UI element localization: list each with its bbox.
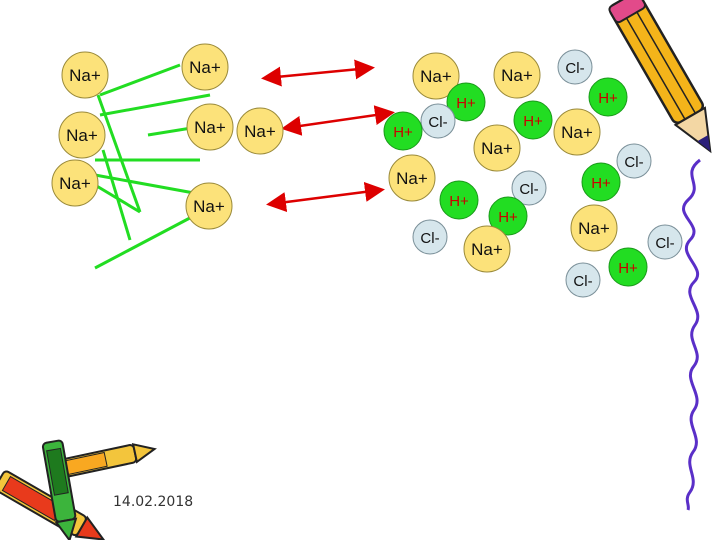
ion-label: Na+ [481, 139, 513, 158]
ion-label: Na+ [396, 169, 428, 188]
ion-h: H+ [588, 77, 628, 117]
ion-h: H+ [488, 196, 528, 236]
ion-circle [581, 162, 621, 202]
ion-na: Na+ [473, 124, 521, 172]
ion-circle [181, 43, 229, 91]
ion-na: Na+ [493, 51, 541, 99]
ion-label: Cl- [565, 60, 584, 77]
resin-network [94, 63, 211, 270]
ion-label: Na+ [189, 58, 221, 77]
ion-label: Na+ [578, 219, 610, 238]
ion-label: H+ [591, 175, 611, 192]
ion-circle [493, 51, 541, 99]
ion-label: Na+ [69, 66, 101, 85]
ion-cl: Cl- [420, 103, 456, 139]
ion-circle [513, 100, 553, 140]
ion-circle [412, 52, 460, 100]
ion-na: Na+ [61, 51, 109, 99]
ion-na: Na+ [51, 159, 99, 207]
ion-na: Na+ [463, 225, 511, 273]
ion-circle [186, 103, 234, 151]
ion-label: Cl- [420, 230, 439, 247]
ion-na: Na+ [185, 182, 233, 230]
ion-label: Na+ [420, 67, 452, 86]
ion-label: H+ [523, 113, 543, 130]
ion-circle [236, 107, 284, 155]
ion-na: Na+ [412, 52, 460, 100]
ion-circle [608, 247, 648, 287]
ion-label: Na+ [501, 66, 533, 85]
ion-circle [557, 49, 593, 85]
ion-cl: Cl- [511, 170, 547, 206]
ion-circle [473, 124, 521, 172]
ion-h: H+ [383, 111, 423, 151]
ion-circle [51, 159, 99, 207]
ion-na: Na+ [236, 107, 284, 155]
ion-label: Na+ [59, 174, 91, 193]
ion-label: Na+ [193, 197, 225, 216]
ion-circle [439, 180, 479, 220]
ion-cl: Cl- [616, 143, 652, 179]
ion-label: Na+ [561, 123, 593, 142]
ion-label: H+ [598, 90, 618, 107]
ion-h: H+ [581, 162, 621, 202]
ion-label: H+ [456, 95, 476, 112]
ion-circle [61, 51, 109, 99]
ion-circle [647, 224, 683, 260]
crayons-icon [0, 439, 157, 540]
ion-circle [383, 111, 423, 151]
pencil-icon [608, 0, 712, 154]
ion-label: Na+ [471, 240, 503, 259]
ion-h: H+ [513, 100, 553, 140]
ion-circle [588, 77, 628, 117]
ion-circle [412, 219, 448, 255]
ion-circle [446, 82, 486, 122]
ion-h: H+ [439, 180, 479, 220]
ion-label: Na+ [194, 118, 226, 137]
ion-cl: Cl- [557, 49, 593, 85]
ion-label: H+ [618, 260, 638, 277]
slide-date: 14.02.2018 [113, 494, 194, 510]
ion-label: Cl- [519, 181, 538, 198]
ion-circle [420, 103, 456, 139]
ion-label: H+ [393, 124, 413, 141]
ion-circle [616, 143, 652, 179]
ion-label: H+ [449, 193, 469, 210]
ion-cl: Cl- [412, 219, 448, 255]
ion-circle [58, 111, 106, 159]
ion-circle [565, 262, 601, 298]
ion-na: Na+ [388, 154, 436, 202]
squiggle-decoration [682, 158, 701, 511]
ion-circle [570, 204, 618, 252]
ion-label: H+ [498, 209, 518, 226]
ion-circle [463, 225, 511, 273]
ion-h: H+ [446, 82, 486, 122]
ion-na: Na+ [58, 111, 106, 159]
ion-na: Na+ [186, 103, 234, 151]
ion-cl: Cl- [647, 224, 683, 260]
exchange-arrows [261, 59, 395, 213]
ion-circle [553, 108, 601, 156]
ion-circle [488, 196, 528, 236]
ion-circle [185, 182, 233, 230]
ion-label: Na+ [244, 122, 276, 141]
ion-na: Na+ [553, 108, 601, 156]
ion-cl: Cl- [565, 262, 601, 298]
ion-label: Cl- [573, 273, 592, 290]
ion-label: Cl- [655, 235, 674, 252]
ion-h: H+ [608, 247, 648, 287]
ion-circle [388, 154, 436, 202]
ion-label: Cl- [428, 114, 447, 131]
ion-na: Na+ [570, 204, 618, 252]
ion-na: Na+ [181, 43, 229, 91]
ion-label: Cl- [624, 154, 643, 171]
ion-label: Na+ [66, 126, 98, 145]
ion-circle [511, 170, 547, 206]
